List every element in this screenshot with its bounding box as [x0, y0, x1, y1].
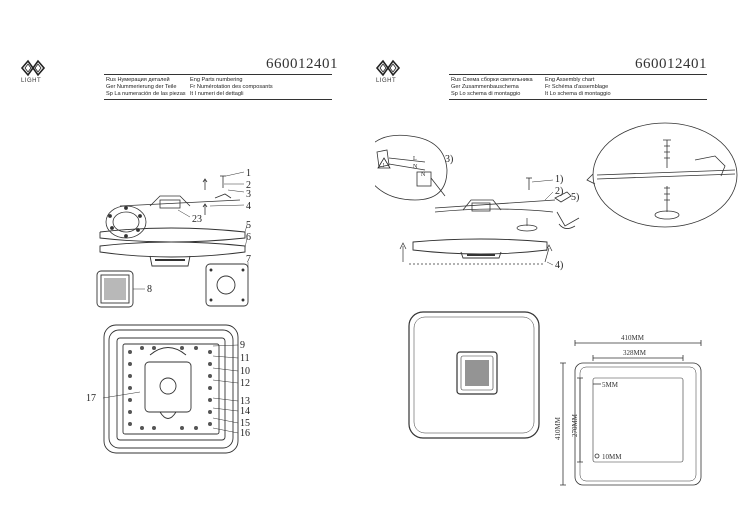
- led-module-round-icon: [105, 205, 147, 239]
- part-number: 5: [246, 220, 251, 231]
- step-number: 3): [445, 154, 453, 165]
- mounting-bracket-icon: [119, 193, 241, 209]
- step-number: 5): [571, 192, 579, 203]
- dimension-label: 5MM: [602, 381, 619, 389]
- part-number: 10: [240, 366, 250, 377]
- part-number: 17: [86, 393, 96, 404]
- svg-text:!: !: [383, 163, 385, 169]
- part-number: 6: [246, 232, 251, 243]
- led-chip-ring: [128, 346, 212, 430]
- part-number: 11: [240, 353, 250, 364]
- left-page: LIGHT 660012401 Rus Нумерация деталей Ge…: [20, 56, 338, 454]
- title-col-2: Eng Parts numbering Fr Numérotation des …: [190, 77, 273, 98]
- base-plate-icon: [99, 227, 246, 243]
- title-line: Sp Lo schema di montaggio: [451, 91, 521, 97]
- center-lens-icon: [96, 270, 134, 308]
- part-number: 15: [240, 418, 250, 429]
- dimension-label: 328MM: [623, 349, 647, 357]
- brand-logo: LIGHT: [375, 58, 401, 84]
- title-line: It I numeri del dettagli: [190, 91, 244, 97]
- header-rule: [449, 74, 707, 75]
- mounting-bracket-icon: [434, 191, 580, 229]
- part-number: 16: [240, 428, 250, 439]
- title-line: Eng Assembly chart: [545, 77, 595, 83]
- parts-diagram: 1 2 3 4 5 6 7 8 9 10 11 12 13 14 15 16 1…: [86, 168, 251, 454]
- part-number: 23: [192, 214, 202, 225]
- screw-icon: [526, 177, 532, 190]
- part-number: 13: [240, 396, 250, 407]
- dimension-label: 10MM: [602, 453, 622, 461]
- part-number: 7: [246, 254, 251, 265]
- title-col-1: Rus Нумерация деталей Ger Nummerierung d…: [106, 77, 186, 98]
- leader-lines: [102, 171, 249, 434]
- assembly-diagram: ! L N N: [375, 122, 738, 486]
- title-col-2: Eng Assembly chart Fr Schéma d'assemblag…: [545, 77, 611, 98]
- part-number: 14: [240, 406, 250, 417]
- diffuser-icon: [412, 238, 548, 259]
- logo-mark-icon: [375, 59, 401, 77]
- wire-label: N: [421, 172, 426, 178]
- ceiling-disc-icon: [516, 218, 538, 232]
- lamp-top-view-icon: [103, 324, 239, 454]
- brand-name: LIGHT: [21, 78, 42, 84]
- warning-triangle-icon: !: [377, 157, 391, 169]
- part-number: 1: [246, 168, 251, 179]
- arrow-up-icon: [399, 242, 553, 265]
- title-line: Eng Parts numbering: [190, 77, 243, 83]
- title-line: Ger Nummerierung der Teile: [106, 84, 177, 90]
- title-line: Ger Zusammenbauschema: [451, 84, 519, 90]
- title-line: Sp La numeración de las piezas: [106, 91, 186, 97]
- dimension-label: 270MM: [571, 413, 579, 437]
- part-number: 8: [147, 284, 152, 295]
- brand-logo: LIGHT: [20, 58, 46, 84]
- diffuser-icon: [99, 241, 246, 267]
- header-rule: [104, 74, 332, 75]
- dimension-label: 410MM: [621, 334, 645, 342]
- wire-label: N: [413, 164, 418, 170]
- leader-lines: [531, 179, 554, 266]
- ceiling-anchor-detail: [586, 122, 738, 228]
- step-number: 4): [555, 260, 563, 271]
- part-number: 4: [246, 201, 251, 212]
- product-code: 660012401: [635, 56, 707, 72]
- part-number: 9: [240, 340, 245, 351]
- step-number: 2): [555, 186, 563, 197]
- brand-name: LIGHT: [376, 78, 397, 84]
- header-rule-bottom: [449, 99, 707, 100]
- logo-mark-icon: [20, 59, 46, 77]
- step-number: 1): [555, 174, 563, 185]
- title-line: Fr Numérotation des composants: [190, 84, 273, 90]
- right-page: LIGHT 660012401 Rus Схема сборки светиль…: [375, 0, 750, 530]
- part-number: 2: [246, 180, 251, 191]
- wire-label: L: [413, 156, 417, 162]
- dimension-drawing: [560, 340, 702, 486]
- title-col-1: Rus Схема сборки светильника Ger Zusamme…: [451, 77, 533, 98]
- part-number: 3: [246, 189, 251, 200]
- header-rule-bottom: [104, 99, 332, 100]
- title-line: It Lo schema di montaggio: [545, 91, 611, 97]
- mounting-plate-icon: [205, 263, 249, 307]
- title-line: Rus Схема сборки светильника: [451, 77, 533, 83]
- title-line: Rus Нумерация деталей: [106, 77, 170, 83]
- wiring-detail-bubble: [375, 134, 448, 201]
- title-line: Fr Schéma d'assemblage: [545, 84, 609, 90]
- part-number: 12: [240, 378, 250, 389]
- screw-icon: [202, 175, 226, 215]
- dimension-label: 410MM: [554, 416, 562, 440]
- product-code: 660012401: [266, 56, 338, 72]
- lamp-front-view-icon: [408, 311, 540, 439]
